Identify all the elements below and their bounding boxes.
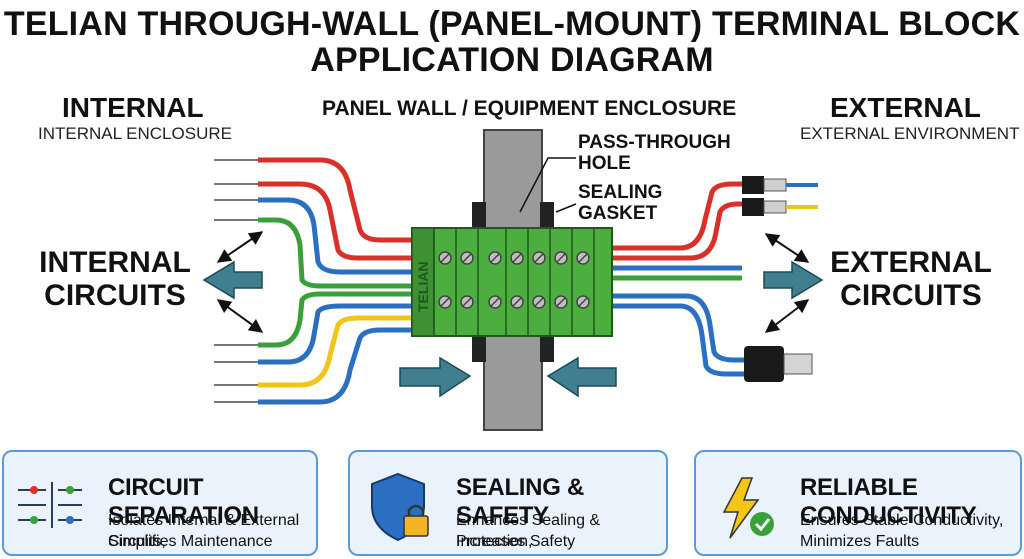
internal-wire-yellow — [258, 315, 412, 388]
page-title-line2: APPLICATION DIAGRAM — [310, 41, 714, 79]
internal-circuits-line1: INTERNAL — [39, 246, 191, 279]
feature-title-sealing-safety: SEALING & SAFETY — [456, 474, 584, 529]
external-arrow-upper — [764, 233, 810, 263]
external-circuits-line1: EXTERNAL — [830, 246, 992, 279]
internal-wire-red-1 — [258, 157, 412, 243]
internal-wire-blue-3 — [258, 327, 412, 405]
external-wires — [612, 181, 744, 377]
external-circuits-arrow-icon — [763, 260, 824, 300]
sealing-gasket-top-right — [540, 202, 554, 228]
feature-line2-reliable-conductivity: Minimizes Faults — [800, 533, 920, 550]
pass-through-line2: HOLE — [578, 153, 631, 174]
external-heading: EXTERNAL — [830, 92, 981, 123]
internal-arrow-upper — [216, 231, 264, 263]
external-arrow-lower — [764, 299, 810, 333]
panel-wall-label: PANEL WALL / EQUIPMENT ENCLOSURE — [322, 97, 737, 120]
external-circuits-label: EXTERNAL CIRCUITS — [826, 246, 996, 312]
internal-wire-blue-1 — [258, 197, 412, 275]
feature-card-reliable-conductivity: RELIABLE CONDUCTIVITY Ensures Stable Con… — [694, 450, 1022, 556]
pass-through-hole-callout: PASS-THROUGH HOLE — [578, 132, 731, 174]
sealing-gasket-bottom-left — [472, 336, 486, 362]
sealing-gasket-bottom-right — [540, 336, 554, 362]
connector-top-2 — [742, 198, 764, 216]
feature-line1-circuit-separation: Isolates Internal & External Circuits, — [108, 512, 300, 550]
feature-line2-circuit-separation: Simplifies Maintenance — [108, 533, 273, 550]
internal-wire-green-1 — [258, 217, 412, 289]
internal-subheading: INTERNAL ENCLOSURE — [38, 124, 232, 143]
feature-line2-sealing-safety: Increases Safety — [456, 533, 576, 550]
internal-wire-blue-2 — [258, 303, 412, 365]
external-circuits-line2: CIRCUITS — [840, 279, 982, 312]
internal-wire-ends — [214, 159, 258, 403]
sealing-line1: SEALING — [578, 182, 663, 203]
internal-circuits-arrow-icon — [202, 260, 263, 300]
terminal-block-diagram: TELIAN — [202, 129, 824, 431]
right-compression-arrow-icon — [546, 356, 617, 398]
external-connectors — [742, 176, 818, 382]
sealing-gasket-top-left — [472, 202, 486, 228]
external-wire-blue-2 — [612, 293, 744, 363]
internal-wires — [258, 157, 412, 405]
feature-line1-sealing-safety: Enhances Sealing & Protection, — [456, 512, 601, 550]
feature-title-circuit-separation: CIRCUIT SEPARATION — [108, 474, 259, 529]
connector-top-1 — [742, 176, 764, 194]
terminal-brand-text: TELIAN — [415, 261, 431, 312]
terminal-block: TELIAN — [411, 227, 613, 337]
shield-lock-icon — [371, 472, 429, 542]
external-wire-red-2 — [612, 201, 742, 261]
external-subheading: EXTERNAL ENVIRONMENT — [800, 124, 1020, 143]
feature-line1-reliable-conductivity: Ensures Stable Conductivity, — [800, 512, 1004, 529]
feature-card-circuit-separation: CIRCUIT SEPARATION Isolates Internal & E… — [2, 450, 318, 556]
feature-card-sealing-safety: SEALING & SAFETY Enhances Sealing & Prot… — [348, 450, 668, 556]
internal-wire-green-2 — [258, 291, 412, 348]
sealing-line2: GASKET — [578, 203, 658, 224]
lightning-check-icon — [722, 477, 774, 539]
internal-circuits-line2: CIRCUITS — [44, 279, 186, 312]
internal-circuits-label: INTERNAL CIRCUITS — [30, 246, 200, 312]
sealing-gasket-callout: SEALING GASKET — [578, 182, 662, 224]
left-compression-arrow-icon — [399, 356, 472, 398]
internal-wire-red-2 — [258, 181, 412, 261]
circuit-icon — [18, 482, 82, 528]
internal-arrow-lower — [216, 299, 264, 333]
pass-through-line1: PASS-THROUGH — [578, 132, 731, 153]
page-title-line1: TELIAN THROUGH-WALL (PANEL-MOUNT) TERMIN… — [3, 5, 1021, 43]
sealing-leader — [555, 203, 577, 213]
feature-title-reliable-conductivity: RELIABLE CONDUCTIVITY — [800, 474, 977, 529]
internal-heading: INTERNAL — [62, 92, 204, 123]
external-wire-green-2 — [612, 303, 744, 377]
connector-bottom — [744, 346, 784, 382]
external-wire-red-1 — [612, 181, 742, 251]
pass-through-leader — [519, 157, 576, 213]
